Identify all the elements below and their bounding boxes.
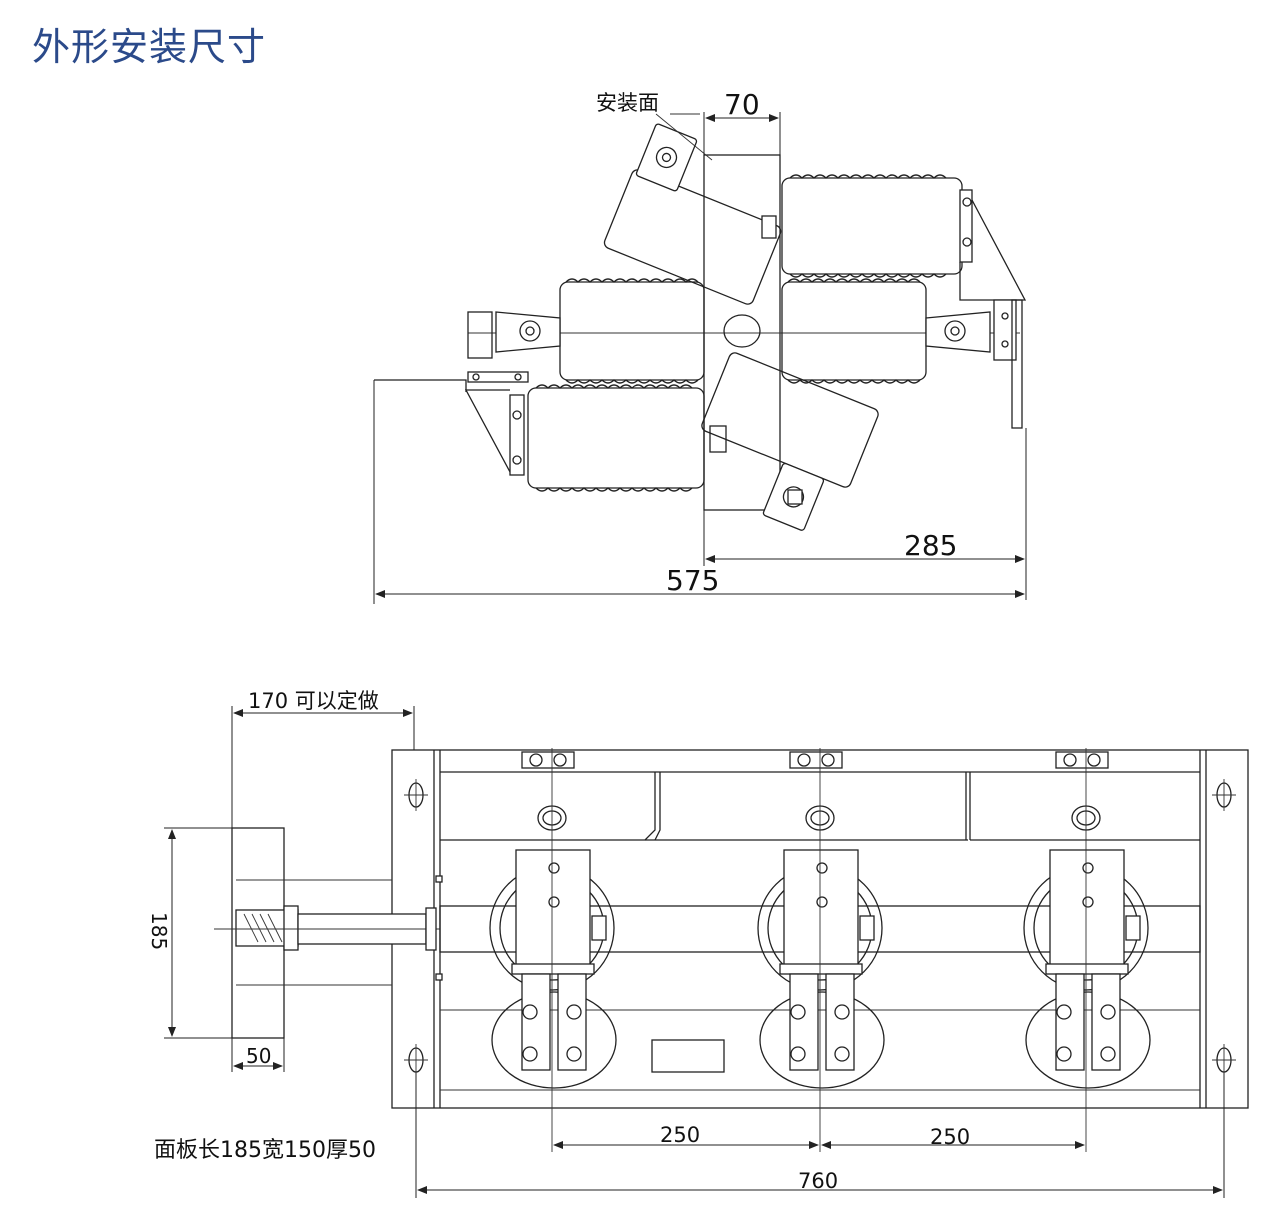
dim-170: 170 可以定做 bbox=[248, 689, 379, 713]
center-hole bbox=[723, 314, 761, 348]
dim-50: 50 bbox=[246, 1044, 271, 1068]
lower-left-insulator bbox=[464, 384, 727, 492]
top-view: 安装面 70 285 575 bbox=[373, 88, 1027, 604]
mount-holes bbox=[404, 779, 1236, 1076]
operating-mechanism bbox=[214, 827, 443, 1039]
pole-2 bbox=[757, 748, 885, 1152]
dim-760: 760 bbox=[798, 1169, 838, 1193]
nameplate bbox=[651, 1039, 725, 1073]
panel-note: 面板长185宽150厚50 bbox=[154, 1138, 376, 1163]
dim-575: 575 bbox=[666, 564, 719, 597]
pole-3 bbox=[1023, 748, 1151, 1152]
pole-1 bbox=[489, 748, 617, 1152]
dim-285: 285 bbox=[904, 529, 957, 562]
dim-185: 185 bbox=[147, 912, 171, 950]
nut-upper bbox=[761, 215, 777, 239]
angled-insulator-upper bbox=[603, 123, 782, 305]
page-title: 外形安装尺寸 bbox=[32, 25, 267, 69]
nut-lower bbox=[787, 489, 803, 505]
left-end-bracket bbox=[467, 311, 561, 383]
upper-right-insulator bbox=[781, 174, 1027, 301]
middle-insulator-right bbox=[781, 278, 927, 384]
mount-face-label: 安装面 bbox=[596, 91, 659, 115]
left-base-plate bbox=[374, 379, 467, 392]
dim-70: 70 bbox=[724, 88, 760, 121]
right-end-bracket bbox=[925, 299, 1023, 429]
dim-250-right: 250 bbox=[930, 1125, 970, 1149]
dim-250-left: 250 bbox=[660, 1123, 700, 1147]
middle-insulator-left bbox=[559, 278, 705, 384]
front-view: 170 可以定做 185 50 250 250 760 bbox=[147, 689, 1249, 1198]
